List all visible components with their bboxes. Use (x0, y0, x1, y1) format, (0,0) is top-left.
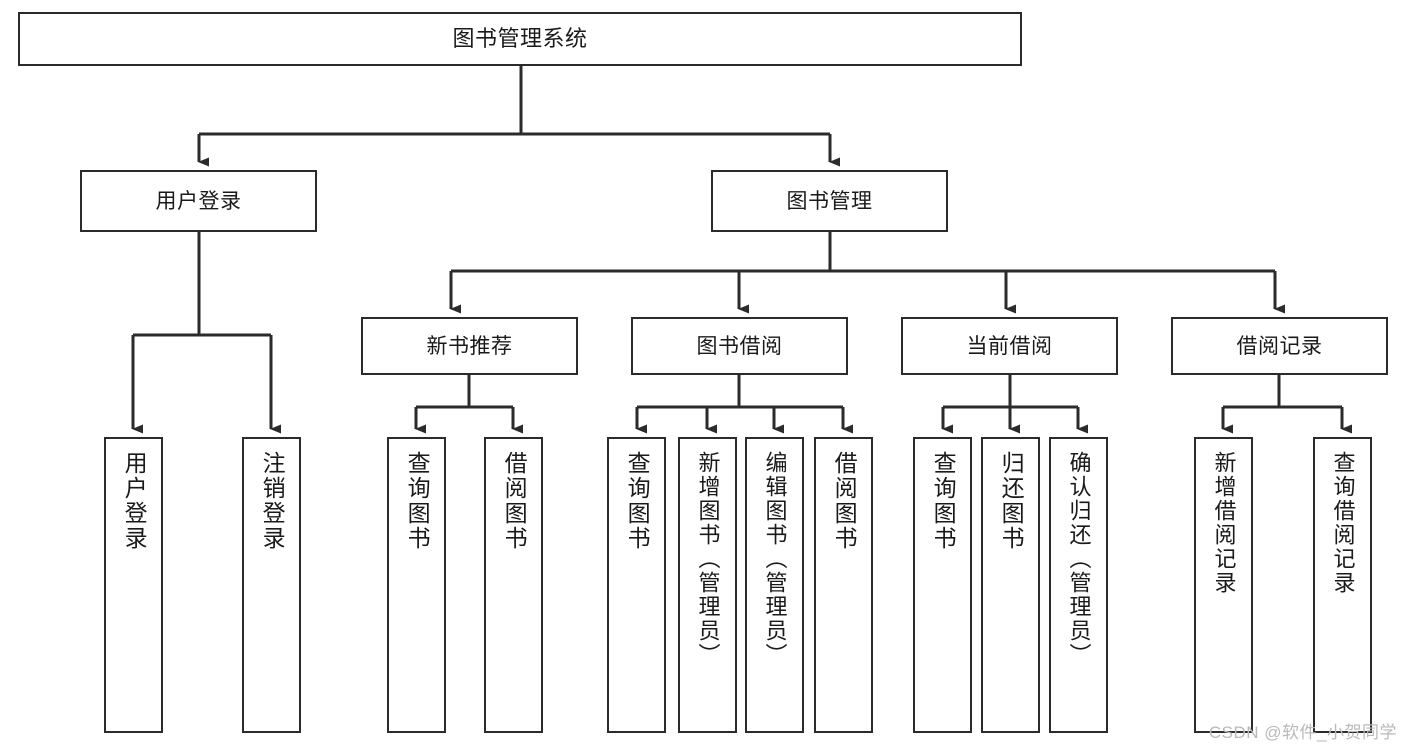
node-label: 新书推荐 (426, 334, 513, 358)
leaf-current-borrow-confirm-return[interactable]: 确认归还（管理员） (1049, 437, 1108, 733)
node-label: 图书管理 (786, 189, 873, 213)
leaf-book-borrow-edit[interactable]: 编辑图书（管理员） (745, 437, 804, 733)
node-label: 查询图书 (930, 451, 957, 551)
node-label: 查询图书 (404, 451, 431, 551)
node-book-management-system[interactable]: 图书管理系统 (18, 12, 1022, 66)
node-label: 当前借阅 (966, 334, 1053, 358)
leaf-book-borrow-add[interactable]: 新增图书（管理员） (678, 437, 737, 733)
node-label: 查询图书 (624, 451, 651, 551)
node-label: 图书借阅 (696, 334, 783, 358)
node-label: 用户登录 (155, 189, 242, 213)
node-label: 归还图书 (998, 451, 1025, 551)
leaf-borrow-record-query[interactable]: 查询借阅记录 (1313, 437, 1372, 733)
leaf-current-borrow-return[interactable]: 归还图书 (981, 437, 1040, 733)
node-label: 确认归还（管理员） (1066, 451, 1092, 667)
node-label: 新增图书（管理员） (695, 451, 721, 667)
node-label: 用户登录 (121, 451, 148, 551)
leaf-book-borrow-borrow[interactable]: 借阅图书 (814, 437, 873, 733)
node-book-management[interactable]: 图书管理 (711, 170, 948, 232)
node-label: 图书管理系统 (452, 26, 588, 51)
node-current-borrow[interactable]: 当前借阅 (901, 317, 1118, 375)
leaf-book-borrow-query[interactable]: 查询图书 (607, 437, 666, 733)
leaf-current-borrow-query[interactable]: 查询图书 (913, 437, 972, 733)
node-user-login[interactable]: 用户登录 (80, 170, 317, 232)
node-label: 借阅记录 (1236, 334, 1323, 358)
node-label: 编辑图书（管理员） (762, 451, 788, 667)
leaf-new-book-query[interactable]: 查询图书 (387, 437, 446, 733)
node-book-borrow[interactable]: 图书借阅 (631, 317, 848, 375)
node-label: 新增借阅记录 (1211, 451, 1237, 595)
node-label: 查询借阅记录 (1330, 451, 1356, 595)
leaf-user-login-logout[interactable]: 注销登录 (242, 437, 301, 733)
leaf-user-login-login[interactable]: 用户登录 (104, 437, 163, 733)
node-borrow-record[interactable]: 借阅记录 (1171, 317, 1388, 375)
leaf-borrow-record-add[interactable]: 新增借阅记录 (1194, 437, 1253, 733)
node-label: 借阅图书 (501, 451, 528, 551)
node-label: 注销登录 (259, 451, 286, 551)
node-label: 借阅图书 (831, 451, 858, 551)
leaf-new-book-borrow[interactable]: 借阅图书 (484, 437, 543, 733)
node-new-book-recommend[interactable]: 新书推荐 (361, 317, 578, 375)
